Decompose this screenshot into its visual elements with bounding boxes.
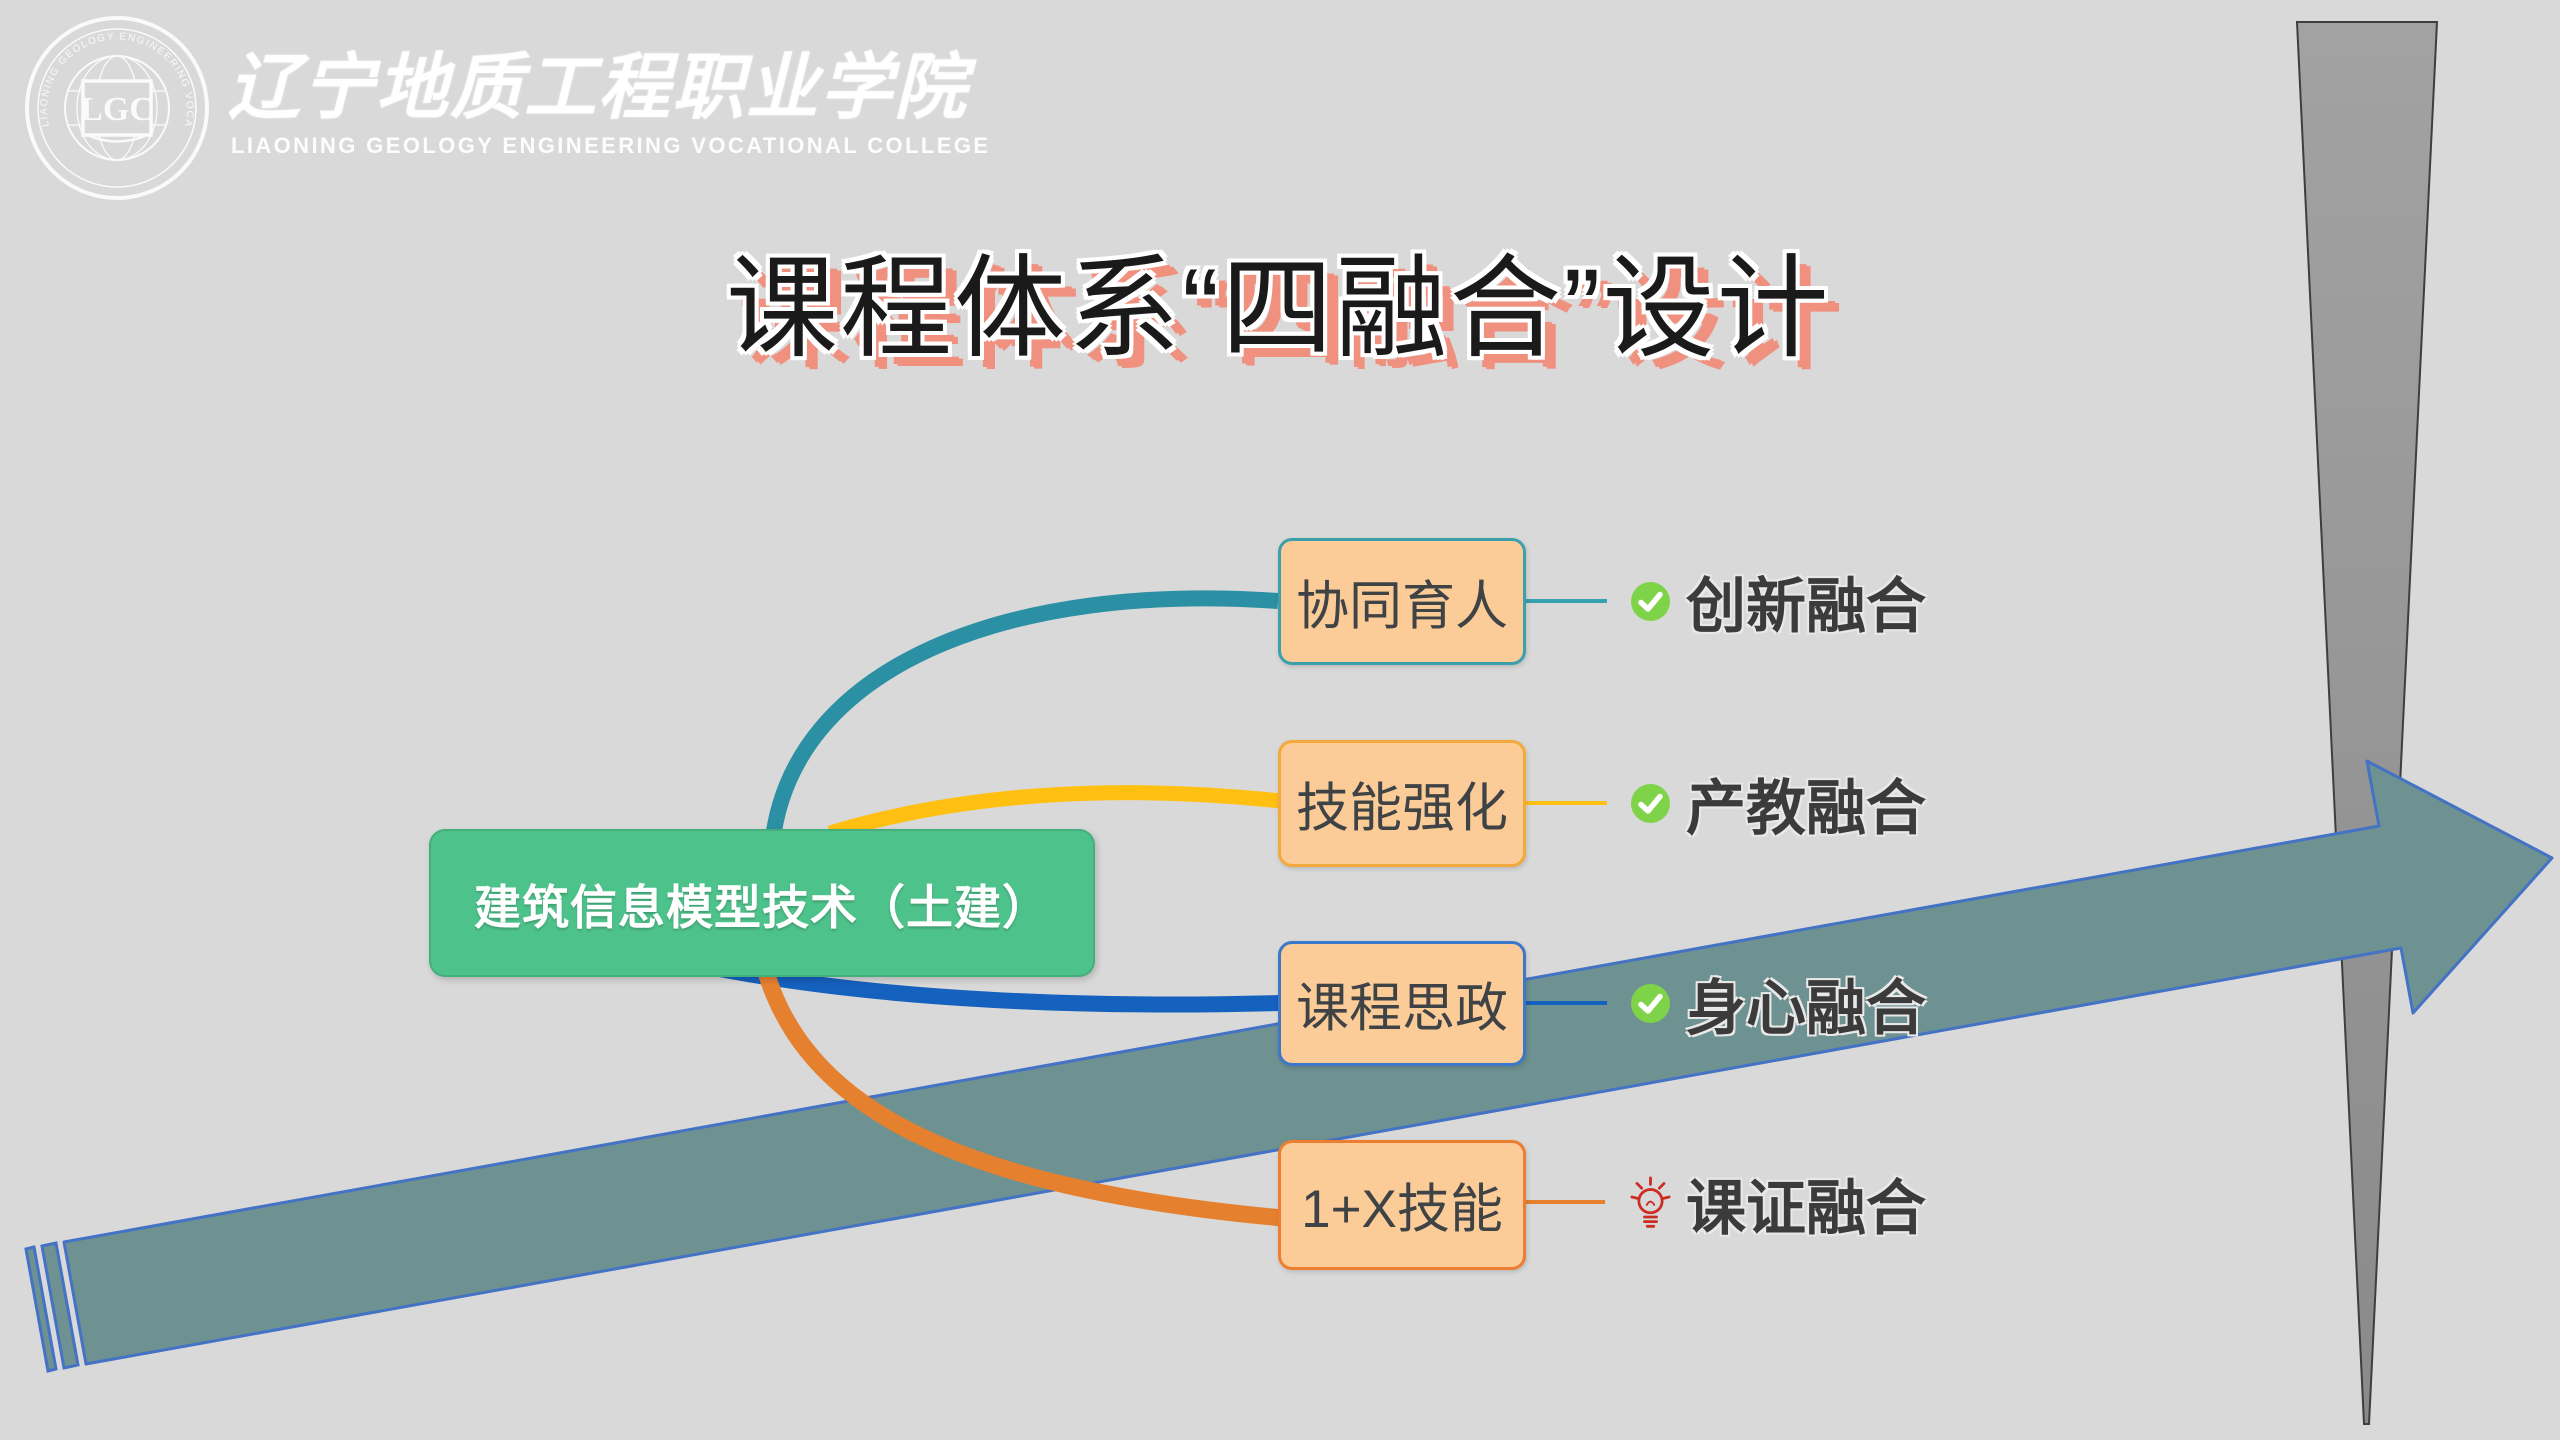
result-label: 课证融合 [1686,1174,1926,1242]
logo-inner-ring [37,28,197,188]
check-circle-icon [1630,771,1671,835]
logo-outer-ring [25,16,209,200]
branch-curve-3 [698,957,1282,1013]
branch-box-4: 1+X技能 [1278,1140,1526,1270]
branch-box-label: 技能强化 [1296,778,1508,838]
logo-globe-meridian-2 [76,55,158,161]
slide-title: 课程体系“四融合”设计 [726,246,1831,371]
branch-box-label: 课程思政 [1296,978,1508,1038]
big-arrow-tail-strip-outer [24,1245,58,1373]
result-label: 创新融合 [1686,572,1926,640]
logo-book-shape [86,133,148,143]
college-name-en: LIAONING GEOLOGY ENGINEERING VOCATIONAL … [231,133,991,158]
branch-curve-1 [764,590,1279,847]
check-circle-icon [1630,569,1671,633]
college-name-cn: 辽宁地质工程职业学院 [228,48,969,128]
branch-box-label: 1+X技能 [1301,1180,1503,1239]
branch-box-2: 技能强化 [1278,740,1526,867]
result-label: 产教融合 [1686,774,1926,842]
result-row-1: 创新融合 [1630,569,1926,640]
branch-curve-4 [753,955,1284,1227]
logo-acronym-text: LGC [80,91,154,128]
result-row-3: 身心融合 [1630,971,1926,1042]
root-node-label: 建筑信息模型技术（土建） [474,880,1050,934]
result-label: 身心融合 [1686,974,1926,1042]
logo-book-frame [81,79,153,137]
branch-box-3: 课程思政 [1278,941,1526,1066]
big-arrow-tail-strip-inner [40,1241,80,1370]
lightbulb-icon [1630,1171,1671,1235]
check-circle-icon [1630,971,1671,1035]
result-row-4: 课证融合 [1630,1171,1926,1242]
branch-box-1: 协同育人 [1278,538,1526,665]
branch-curve-2 [827,785,1282,841]
result-row-2: 产教融合 [1630,771,1926,842]
root-node: 建筑信息模型技术（土建） [429,829,1095,977]
branch-box-label: 协同育人 [1296,576,1508,636]
